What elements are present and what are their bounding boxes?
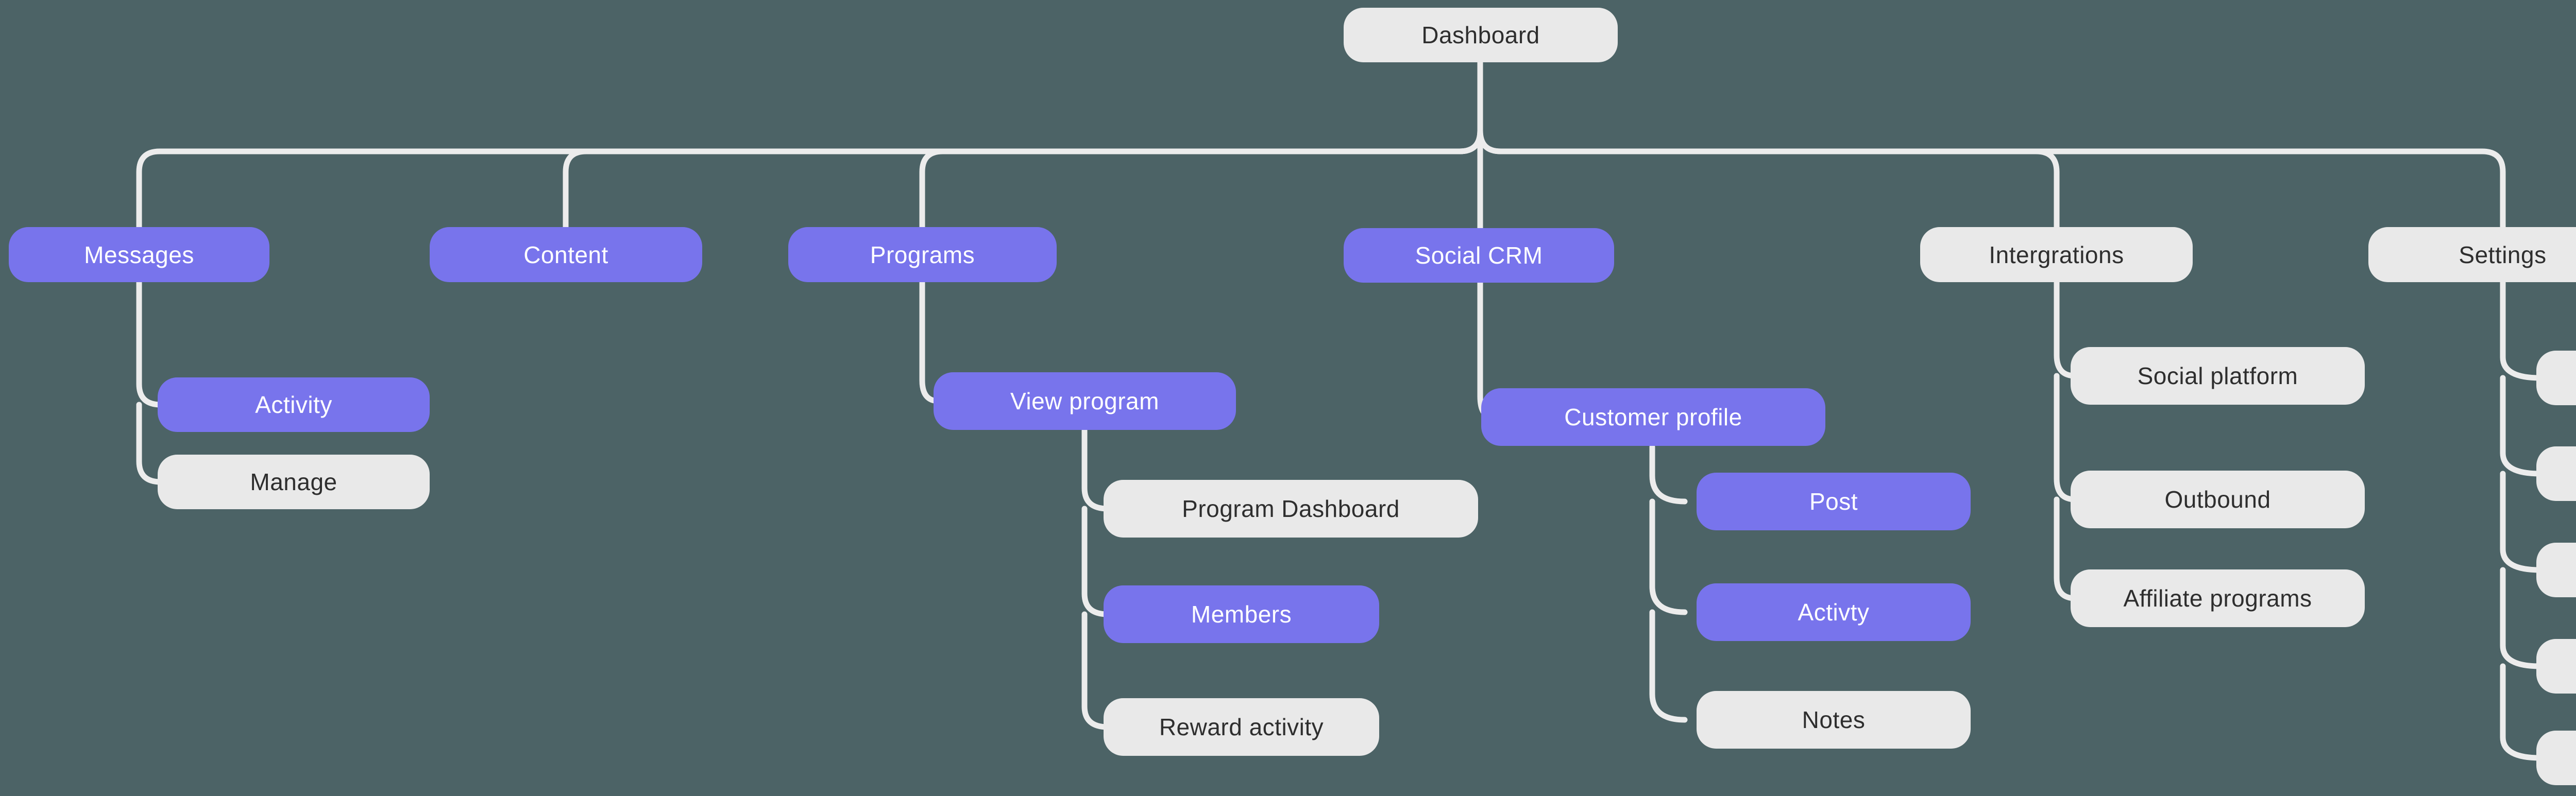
connector-path <box>2500 375 2543 477</box>
node-social-crm[interactable]: Social CRM <box>1344 228 1614 283</box>
connector-path <box>136 280 164 408</box>
node-billing[interactable]: Billing <box>2536 351 2576 405</box>
node-label: Messages <box>84 241 194 268</box>
connector-path <box>1081 506 1111 617</box>
node-label: Program Dashboard <box>1182 495 1400 522</box>
connector-path <box>563 128 1483 230</box>
connector-path <box>1081 611 1111 730</box>
node-segments[interactable]: Segments <box>2536 639 2576 694</box>
node-label: View program <box>1010 388 1159 414</box>
connector-path <box>1649 609 1688 723</box>
connector-path <box>1649 444 1688 505</box>
node-customer-profile[interactable]: Customer profile <box>1481 388 1825 446</box>
node-activity[interactable]: Activity <box>158 377 430 432</box>
connector-path <box>136 402 164 485</box>
node-settings[interactable]: Settings <box>2368 227 2576 282</box>
node-social-platform[interactable]: Social platform <box>2071 347 2365 405</box>
node-rewards[interactable]: Rewards <box>2536 731 2576 785</box>
node-label: Reward activity <box>1159 714 1324 740</box>
connector-path <box>136 59 1483 230</box>
node-label: Settings <box>2459 241 2547 268</box>
node-label: Notes <box>1802 706 1866 733</box>
node-affiliate-programs[interactable]: Affiliate programs <box>2071 569 2365 627</box>
node-label: Social platform <box>2137 362 2298 389</box>
node-activty[interactable]: Activty <box>1697 583 1971 641</box>
node-post[interactable]: Post <box>1697 473 1971 530</box>
node-label: Activity <box>255 391 332 418</box>
node-content[interactable]: Content <box>430 227 702 282</box>
node-label: Activty <box>1798 599 1870 626</box>
node-dashboard[interactable]: Dashboard <box>1344 8 1618 62</box>
node-labels[interactable]: Labels <box>2536 543 2576 597</box>
node-users[interactable]: Users <box>2536 446 2576 501</box>
node-notes[interactable]: Notes <box>1697 691 1971 749</box>
node-label: Dashboard <box>1421 22 1540 48</box>
connector-path <box>1649 498 1688 615</box>
connector-path <box>2500 663 2543 761</box>
node-label: Intergrations <box>1989 241 2124 268</box>
node-label: Post <box>1809 488 1858 515</box>
node-reward-activity[interactable]: Reward activity <box>1104 698 1379 756</box>
node-label: Outbound <box>2164 486 2271 513</box>
connector-path <box>2500 280 2543 381</box>
node-members[interactable]: Members <box>1104 585 1379 643</box>
node-label: Customer profile <box>1564 404 1742 430</box>
node-messages[interactable]: Messages <box>9 227 269 282</box>
node-manage[interactable]: Manage <box>158 455 430 509</box>
connector-path <box>919 128 1483 230</box>
node-label: Members <box>1191 601 1292 628</box>
node-label: Content <box>523 241 608 268</box>
node-label: Affiliate programs <box>2123 585 2312 612</box>
node-view-program[interactable]: View program <box>934 372 1236 430</box>
connector-path <box>1477 128 2060 230</box>
node-program-dashboard[interactable]: Program Dashboard <box>1104 480 1478 538</box>
node-programs[interactable]: Programs <box>788 227 1057 282</box>
node-label: Manage <box>250 469 337 495</box>
connector-path <box>2500 471 2543 573</box>
connector-path <box>2500 567 2543 669</box>
node-intergrations[interactable]: Intergrations <box>1920 227 2193 282</box>
connector-path <box>1477 128 2506 230</box>
node-label: Programs <box>870 241 975 268</box>
node-label: Social CRM <box>1415 242 1543 269</box>
connector-path <box>1081 427 1111 512</box>
node-outbound[interactable]: Outbound <box>2071 471 2365 528</box>
